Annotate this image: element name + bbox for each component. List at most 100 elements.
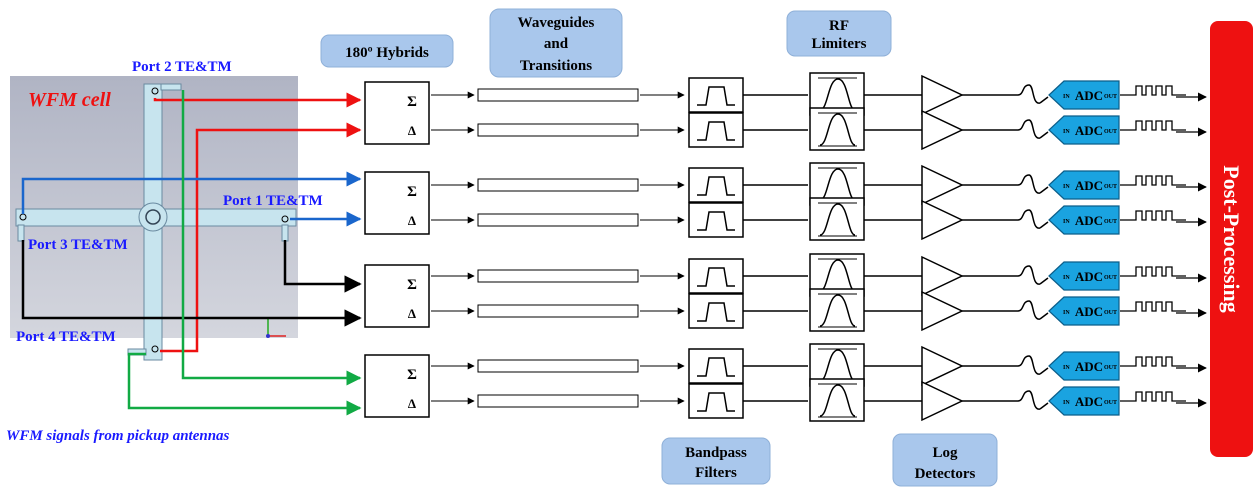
svg-text:RF: RF: [829, 18, 849, 34]
svg-text:and: and: [544, 36, 569, 52]
svg-text:IN: IN: [1063, 219, 1070, 225]
delta-symbol: Δ: [408, 213, 416, 228]
analog-signal-glyph: [1017, 390, 1041, 410]
bandpass-filter: [688, 77, 744, 113]
digital-signal-glyph: [1120, 266, 1186, 277]
analog-signal-glyph: [1017, 119, 1041, 139]
analog-signal-glyph: [1017, 174, 1041, 194]
svg-text:OUT: OUT: [1104, 129, 1117, 135]
svg-text:Log: Log: [932, 445, 958, 461]
log-detector: [921, 290, 964, 332]
port2-label: Port 2 TE&TM: [132, 59, 232, 75]
svg-text:ADC: ADC: [1075, 178, 1103, 193]
rf-limiter: [809, 378, 865, 422]
svg-text:Filters: Filters: [695, 465, 737, 481]
port1-label: Port 1 TE&TM: [223, 193, 323, 209]
rf-limiter: [809, 197, 865, 241]
waveguide-bar: [477, 359, 639, 373]
stage-label-hybrids: 180º Hybrids: [320, 34, 454, 68]
wfm-cell-cross: [15, 83, 297, 361]
waveguide-bar: [477, 269, 639, 283]
bandpass-filter: [688, 383, 744, 419]
digital-signal-glyph: [1120, 85, 1186, 96]
svg-text:Limiters: Limiters: [812, 36, 867, 52]
analog-signal-glyph: [1017, 84, 1041, 104]
stage-label-detectors: Log Detectors: [892, 433, 998, 487]
svg-text:Waveguides: Waveguides: [518, 15, 595, 31]
svg-text:Post-Processing: Post-Processing: [1219, 165, 1244, 312]
delta-symbol: Δ: [408, 306, 416, 321]
svg-text:OUT: OUT: [1104, 310, 1117, 316]
bandpass-filter: [688, 167, 744, 203]
svg-text:Bandpass: Bandpass: [685, 445, 747, 461]
delta-symbol: Δ: [408, 396, 416, 411]
svg-text:ADC: ADC: [1075, 88, 1103, 103]
log-detector: [921, 255, 964, 297]
rf-limiter: [809, 107, 865, 151]
svg-text:180º Hybrids: 180º Hybrids: [345, 45, 429, 61]
waveguide-bar: [477, 304, 639, 318]
sum-symbol: Σ: [407, 277, 417, 293]
digital-signal-glyph: [1120, 301, 1186, 312]
cell-caption: WFM signals from pickup antennas: [6, 428, 230, 444]
svg-text:IN: IN: [1063, 275, 1070, 281]
port3-label: Port 3 TE&TM: [28, 237, 128, 253]
svg-text:OUT: OUT: [1104, 184, 1117, 190]
bandpass-filter: [688, 112, 744, 148]
analog-signal-glyph: [1017, 265, 1041, 285]
svg-text:Transitions: Transitions: [520, 58, 592, 74]
sum-symbol: Σ: [407, 94, 417, 110]
log-detector: [921, 164, 964, 206]
log-detector: [921, 109, 964, 151]
svg-text:OUT: OUT: [1104, 365, 1117, 371]
bandpass-filter: [688, 258, 744, 294]
log-detector: [921, 345, 964, 387]
log-detector: [921, 380, 964, 422]
hybrid-box: ΣΔ: [364, 171, 430, 235]
svg-text:ADC: ADC: [1075, 269, 1103, 284]
digital-signal-glyph: [1120, 356, 1186, 367]
svg-text:ADC: ADC: [1075, 213, 1103, 228]
stage-label-limiters: RF Limiters: [786, 10, 892, 57]
digital-signal-glyph: [1120, 175, 1186, 186]
svg-text:OUT: OUT: [1104, 219, 1117, 225]
hybrid-box: ΣΔ: [364, 81, 430, 145]
input-signal-lines: [21, 90, 362, 416]
svg-text:OUT: OUT: [1104, 94, 1117, 100]
hybrid-box: ΣΔ: [364, 354, 430, 418]
svg-text:ADC: ADC: [1075, 394, 1103, 409]
stage-label-waveguides: Waveguides and Transitions: [489, 8, 623, 78]
svg-text:OUT: OUT: [1104, 275, 1117, 281]
svg-text:IN: IN: [1063, 94, 1070, 100]
svg-text:IN: IN: [1063, 365, 1070, 371]
sum-symbol: Σ: [407, 184, 417, 200]
hybrid-box: ΣΔ: [364, 264, 430, 328]
post-processing-block: Post-Processing: [1210, 21, 1253, 457]
analog-signal-glyph: [1017, 209, 1041, 229]
log-detector: [921, 74, 964, 116]
waveguide-bar: [477, 88, 639, 102]
digital-signal-glyph: [1120, 391, 1186, 402]
log-detector: [921, 199, 964, 241]
delta-symbol: Δ: [408, 123, 416, 138]
waveguide-bar: [477, 394, 639, 408]
sum-symbol: Σ: [407, 367, 417, 383]
svg-text:Detectors: Detectors: [915, 466, 976, 482]
analog-signal-glyph: [1017, 355, 1041, 375]
